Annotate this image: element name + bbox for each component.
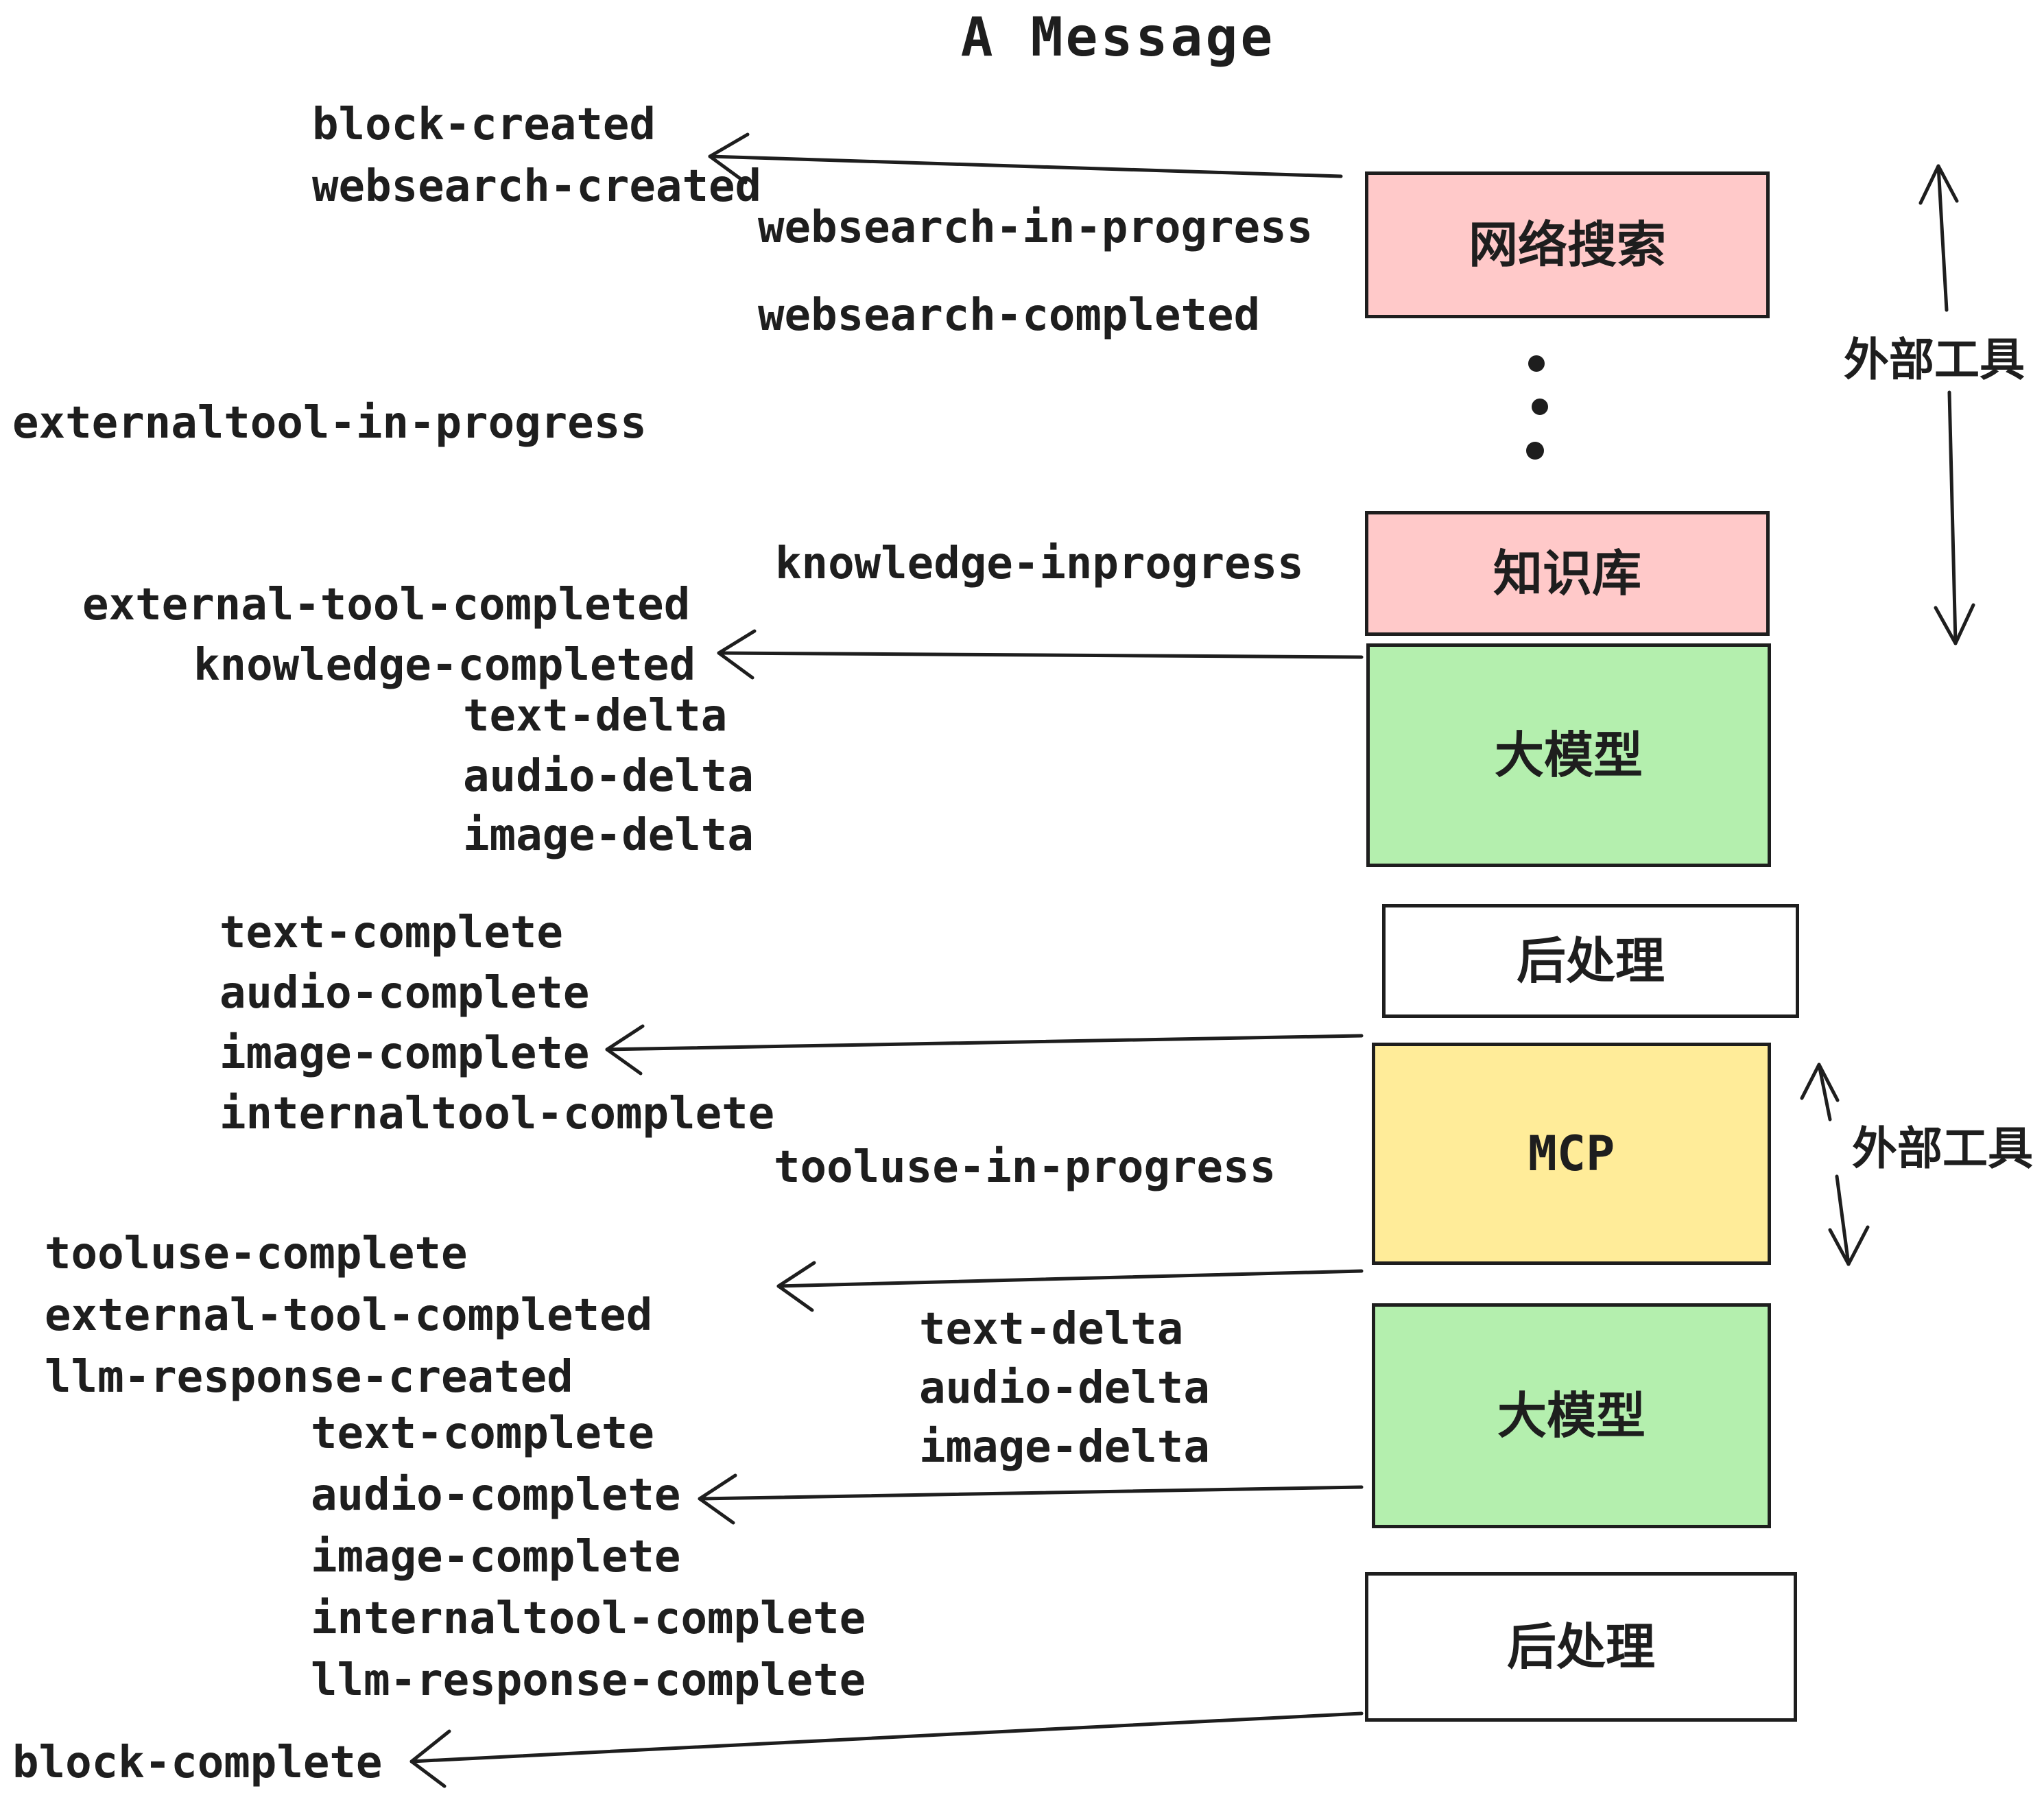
box-label: 后处理 [1506, 1618, 1655, 1676]
event-label-external-tool-completed: external-tool-completed [82, 580, 691, 630]
box-websearch: 网络搜索 [1365, 171, 1770, 318]
box-label: 知识库 [1493, 545, 1641, 602]
event-label-knowledge-completed: knowledge-completed [193, 640, 696, 691]
arrow-to-knowledge-completed [717, 629, 1364, 680]
external-tools-down-arrow-2 [1828, 1174, 1870, 1266]
event-label-text-delta-2: text-delta [919, 1304, 1184, 1355]
event-label-audio-complete: audio-complete [219, 968, 590, 1019]
event-label-audio-complete-2: audio-complete [311, 1470, 681, 1521]
event-label-external-tool-completed-2: external-tool-completed [45, 1290, 653, 1341]
event-label-image-delta: image-delta [463, 810, 754, 861]
side-label-external-tools-1: 外部工具 [1844, 333, 2025, 386]
box-label: 网络搜索 [1468, 216, 1666, 274]
external-tools-down-arrow-1 [1934, 390, 1975, 645]
box-label: 大模型 [1494, 726, 1643, 784]
box-postprocess-2: 后处理 [1365, 1572, 1797, 1722]
box-label: 后处理 [1516, 932, 1665, 990]
event-label-llm-response-complete: llm-response-complete [311, 1655, 866, 1706]
event-label-websearch-completed: websearch-completed [758, 290, 1261, 341]
event-label-image-complete: image-complete [219, 1028, 590, 1079]
event-label-tooluse-in-progress: tooluse-in-progress [774, 1142, 1276, 1193]
arrow-to-block-complete [409, 1711, 1364, 1788]
event-label-audio-delta-2: audio-delta [919, 1363, 1210, 1414]
box-llm-2: 大模型 [1372, 1303, 1771, 1528]
event-label-internaltool-complete: internaltool-complete [219, 1089, 775, 1139]
event-label-text-complete: text-complete [219, 907, 563, 958]
arrow-to-image-complete [605, 1024, 1364, 1076]
event-label-tooluse-complete: tooluse-complete [45, 1229, 468, 1279]
arrow-to-audio-complete [698, 1473, 1364, 1525]
event-label-block-complete: block-complete [12, 1737, 383, 1788]
event-label-text-complete-2: text-complete [311, 1408, 654, 1459]
external-tools-up-arrow-1 [1918, 164, 1959, 312]
event-label-text-delta: text-delta [463, 691, 728, 741]
box-mcp: MCP [1372, 1043, 1771, 1265]
side-label-external-tools-2: 外部工具 [1852, 1122, 2033, 1175]
box-llm-1: 大模型 [1366, 643, 1771, 867]
event-label-audio-delta: audio-delta [463, 751, 754, 802]
event-label-internaltool-complete-2: internaltool-complete [311, 1593, 866, 1644]
event-label-image-complete-2: image-complete [311, 1532, 681, 1582]
box-label: MCP [1528, 1126, 1615, 1182]
event-label-externaltool-in-progress: externaltool-in-progress [12, 398, 647, 449]
event-label-llm-response-created: llm-response-created [45, 1352, 573, 1403]
event-label-image-delta-2: image-delta [919, 1422, 1210, 1473]
external-tools-up-arrow-2 [1800, 1063, 1840, 1121]
ellipsis-dots [1526, 355, 1548, 460]
box-postprocess-1: 后处理 [1382, 904, 1799, 1018]
event-label-knowledge-inprogress: knowledge-inprogress [775, 538, 1304, 589]
diagram-title: A Message [960, 7, 1276, 69]
event-label-websearch-in-progress: websearch-in-progress [758, 202, 1314, 253]
arrow-to-tooluse-complete [776, 1261, 1364, 1312]
event-label-block-created: block-created [312, 99, 656, 150]
box-knowledge-base: 知识库 [1365, 511, 1770, 636]
event-label-websearch-created: websearch-created [312, 161, 762, 212]
arrow-to-websearch-created [708, 132, 1343, 185]
box-label: 大模型 [1497, 1387, 1645, 1445]
